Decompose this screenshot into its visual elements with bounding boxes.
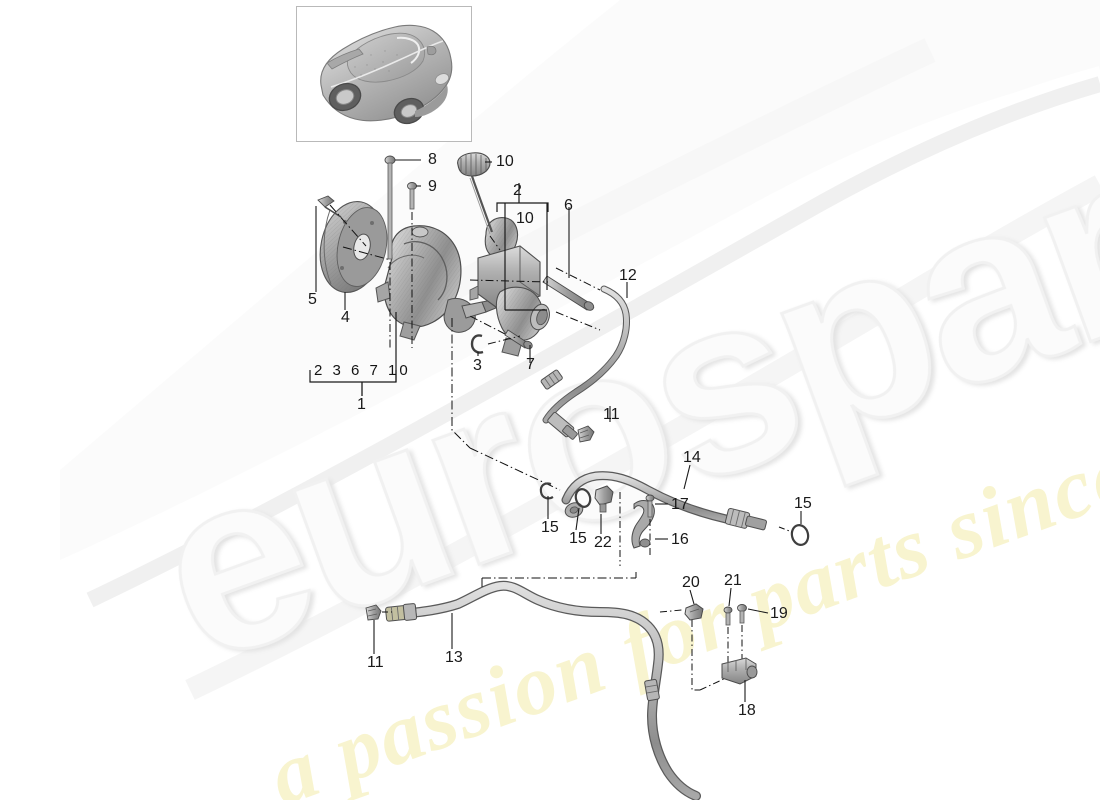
callout-5: 5	[308, 291, 317, 308]
callout-2: 2	[513, 182, 522, 199]
part-line-holder-18	[721, 657, 758, 685]
callout-15-b: 15	[569, 530, 587, 547]
part-pressure-hose-14	[561, 471, 767, 531]
part-reservoir-housing	[469, 217, 550, 357]
callout-21: 21	[724, 572, 742, 589]
callout-4: 4	[341, 309, 350, 326]
part-filler-cap-10	[457, 152, 494, 235]
part-bolt-9	[407, 182, 417, 210]
callout-19: 19	[770, 605, 788, 622]
axis-line-13-upper	[481, 572, 637, 588]
callout-18: 18	[738, 702, 756, 719]
callout-11-upper: 11	[603, 406, 620, 423]
part-bolt-8	[384, 155, 396, 260]
part-return-hose-13	[385, 580, 701, 800]
part-clip-20	[684, 603, 704, 621]
callout-6: 6	[564, 197, 573, 214]
part-pulley-4	[319, 200, 388, 294]
part-pin-21	[723, 606, 733, 626]
axis-line-20-in	[659, 609, 683, 613]
part-pressure-line-12	[540, 285, 630, 440]
axis-line-20-down	[691, 620, 700, 691]
part-o-ring-15-c	[790, 524, 810, 546]
axis-line-10	[489, 235, 501, 251]
callout-15-c: 15	[794, 495, 812, 512]
part-bolt-6	[542, 275, 595, 311]
callout-10-group: 10	[516, 210, 534, 227]
callout-16: 16	[671, 531, 689, 548]
axis-line-5	[329, 204, 367, 247]
part-hose-clamp-11-upper	[577, 425, 595, 443]
callout-3: 3	[473, 357, 482, 374]
part-pulley-bolt-5	[317, 195, 342, 218]
part-clip-3	[470, 334, 484, 354]
axis-line-15c	[778, 526, 793, 533]
bracket-group-1	[309, 312, 397, 396]
callout-8: 8	[428, 151, 437, 168]
callout-9: 9	[428, 178, 437, 195]
vehicle-thumbnail-frame	[296, 6, 472, 142]
part-banjo-bolt-22	[594, 485, 614, 513]
bracket-group-2	[496, 183, 549, 311]
part-bolt-17	[645, 494, 655, 518]
vehicle-thumbnail	[320, 24, 453, 125]
axis-line-housing-port	[555, 311, 601, 331]
part-o-ring-15-b	[574, 488, 592, 508]
callout-13: 13	[445, 649, 463, 666]
callout-1: 1	[357, 396, 366, 413]
callout-7: 7	[526, 356, 535, 373]
callout-11-lower: 11	[367, 654, 384, 671]
callout-10-cap: 10	[496, 153, 514, 170]
axis-line-3	[487, 335, 521, 345]
callout-22: 22	[594, 534, 612, 551]
callout-12: 12	[619, 267, 637, 284]
axis-line-7	[469, 315, 506, 335]
callout-17: 17	[671, 496, 689, 513]
part-bolt-19	[737, 604, 747, 624]
axis-line-20-to-18	[699, 677, 727, 691]
callout-14: 14	[683, 449, 701, 466]
axis-line-main-left	[451, 318, 471, 449]
callout-15-a: 15	[541, 519, 559, 536]
axis-line-6	[469, 279, 549, 283]
bracket-group-1-members: 2 3 6 7 10	[314, 362, 411, 379]
part-hose-clamp-11-lower	[365, 604, 382, 621]
callout-20: 20	[682, 574, 700, 591]
